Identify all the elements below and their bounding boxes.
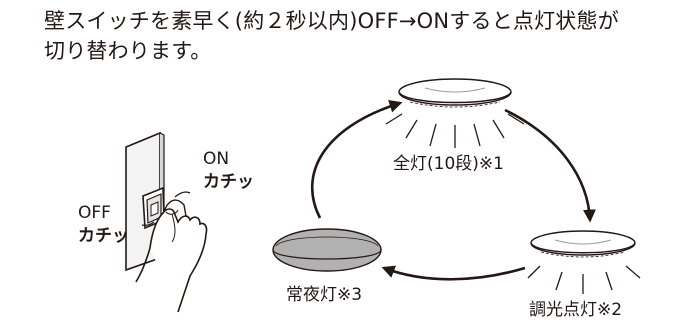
switch-on-label: ON	[203, 149, 230, 169]
ceiling-light-dimmed-icon	[527, 230, 641, 294]
arrow-dimmed-to-night	[381, 265, 526, 281]
ceiling-light-night-icon	[272, 228, 382, 272]
switch-on-click-label: カチッ	[203, 172, 254, 192]
mode-night-label: 常夜灯※3	[286, 285, 363, 305]
instruction-line-1: 壁スイッチを素早く(約２秒以内)OFF→ONすると点灯状態が	[44, 9, 619, 33]
instruction-text: 壁スイッチを素早く(約２秒以内)OFF→ONすると点灯状態が 切り替わります。	[44, 6, 684, 66]
instruction-line-2: 切り替わります。	[44, 39, 212, 63]
mode-full-label: 全灯(10段)※1	[393, 154, 504, 174]
switch-click-marks	[141, 191, 191, 227]
mode-dimmed-label: 調光点灯※2	[529, 300, 623, 320]
arrow-full-to-dimmed	[504, 108, 596, 223]
switch-off-label: OFF	[78, 203, 111, 223]
arrow-night-to-full	[310, 99, 403, 219]
ceiling-light-full-icon	[385, 78, 525, 148]
switch-off-click-label: カチッ	[78, 226, 129, 246]
hand-illustration	[135, 199, 208, 313]
